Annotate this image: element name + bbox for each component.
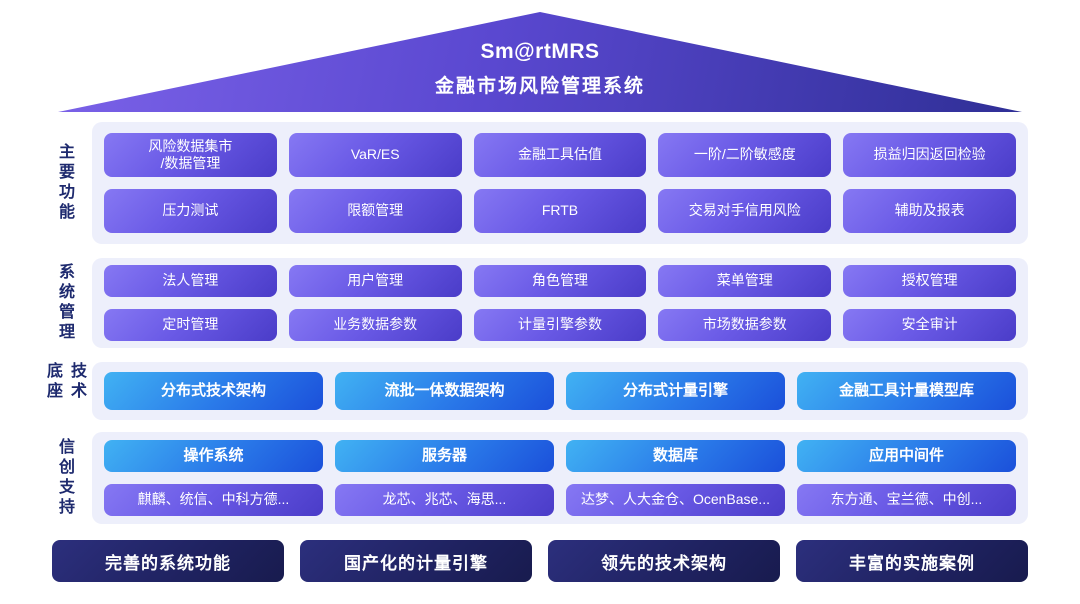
system-mgmt-pill: 用户管理 (288, 265, 462, 297)
main-functions-row-2: 压力测试 限额管理 FRTB 交易对手信用风险 辅助及报表 (104, 189, 1016, 233)
tech-base-pill: 分布式技术架构 (104, 372, 323, 410)
tech-base-row: 分布式技术架构 流批一体数据架构 分布式计量引擎 金融工具计量模型库 (104, 372, 1016, 410)
main-function-pill: 一阶/二阶敏感度 (658, 133, 832, 177)
main-function-pill: 限额管理 (288, 189, 462, 233)
xinchuang-category-pill: 数据库 (566, 440, 785, 472)
group-label-main-functions: 主要功能 (56, 143, 73, 223)
roof-banner: Sm@rtMRS 金融市场风险管理系统 (58, 12, 1022, 112)
system-mgmt-pill: 计量引擎参数 (473, 309, 647, 341)
xinchuang-category-row: 操作系统 服务器 数据库 应用中间件 (104, 440, 1016, 472)
xinchuang-category-pill: 服务器 (335, 440, 554, 472)
group-label-xinchuang-support: 信创支持 (56, 438, 73, 518)
system-mgmt-pill: 定时管理 (104, 309, 277, 341)
group-box-main-functions: 风险数据集市 /数据管理 VaR/ES 金融工具估值 一阶/二阶敏感度 损益归因… (92, 122, 1028, 244)
system-mgmt-pill: 菜单管理 (658, 265, 832, 297)
xinchuang-category-pill: 操作系统 (104, 440, 323, 472)
xinchuang-vendor-pill: 龙芯、兆芯、海思... (335, 484, 554, 516)
main-function-pill: 金融工具估值 (473, 133, 647, 177)
xinchuang-vendor-row: 麒麟、统信、中科方德... 龙芯、兆芯、海思... 达梦、人大金仓、OcenBa… (104, 484, 1016, 516)
main-function-pill: 压力测试 (104, 189, 277, 233)
main-function-pill: 损益归因返回检验 (843, 133, 1016, 177)
system-mgmt-pill: 角色管理 (473, 265, 647, 297)
tech-base-pill: 流批一体数据架构 (335, 372, 554, 410)
tech-base-pill: 金融工具计量模型库 (797, 372, 1016, 410)
footer-pill: 国产化的计量引擎 (300, 540, 532, 582)
system-mgmt-pill: 业务数据参数 (288, 309, 462, 341)
main-function-pill: FRTB (473, 189, 647, 233)
system-mgmt-pill: 市场数据参数 (658, 309, 832, 341)
main-function-pill: VaR/ES (288, 133, 462, 177)
xinchuang-vendor-pill: 东方通、宝兰德、中创... (797, 484, 1016, 516)
xinchuang-category-pill: 应用中间件 (797, 440, 1016, 472)
main-functions-row-1: 风险数据集市 /数据管理 VaR/ES 金融工具估值 一阶/二阶敏感度 损益归因… (104, 133, 1016, 177)
footer-pill: 丰富的实施案例 (796, 540, 1028, 582)
group-label-tech-base: 技术底座 (44, 362, 85, 402)
main-function-pill: 风险数据集市 /数据管理 (104, 133, 277, 177)
system-mgmt-pill: 法人管理 (104, 265, 277, 297)
xinchuang-vendor-pill: 麒麟、统信、中科方德... (104, 484, 323, 516)
system-mgmt-pill: 授权管理 (843, 265, 1016, 297)
group-box-tech-base: 分布式技术架构 流批一体数据架构 分布式计量引擎 金融工具计量模型库 (92, 362, 1028, 420)
group-box-xinchuang-support: 操作系统 服务器 数据库 应用中间件 麒麟、统信、中科方德... 龙芯、兆芯、海… (92, 432, 1028, 524)
system-title: Sm@rtMRS (480, 40, 600, 63)
system-management-row-1: 法人管理 用户管理 角色管理 菜单管理 授权管理 (104, 265, 1016, 297)
xinchuang-vendor-pill: 达梦、人大金仓、OcenBase... (566, 484, 785, 516)
footer-highlights: 完善的系统功能 国产化的计量引擎 领先的技术架构 丰富的实施案例 (52, 540, 1028, 582)
footer-pill: 完善的系统功能 (52, 540, 284, 582)
group-box-system-management: 法人管理 用户管理 角色管理 菜单管理 授权管理 定时管理 业务数据参数 计量引… (92, 258, 1028, 348)
footer-pill: 领先的技术架构 (548, 540, 780, 582)
group-label-system-management: 系统管理 (56, 263, 73, 343)
main-function-pill: 交易对手信用风险 (658, 189, 832, 233)
system-mgmt-pill: 安全审计 (843, 309, 1016, 341)
tech-base-pill: 分布式计量引擎 (566, 372, 785, 410)
system-management-row-2: 定时管理 业务数据参数 计量引擎参数 市场数据参数 安全审计 (104, 309, 1016, 341)
main-function-pill: 辅助及报表 (843, 189, 1016, 233)
system-subtitle: 金融市场风险管理系统 (434, 76, 645, 97)
